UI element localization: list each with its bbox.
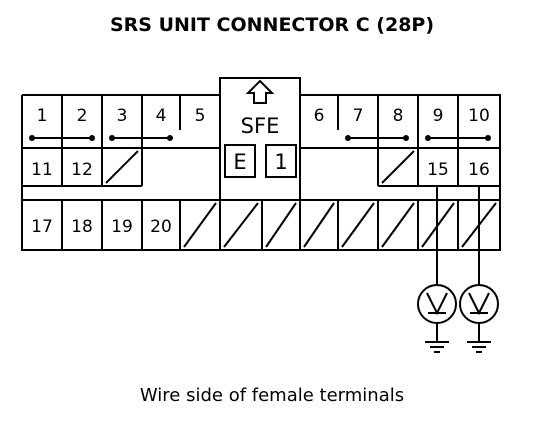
ground-icon <box>467 341 491 353</box>
pin-label: 10 <box>468 106 490 126</box>
key-box-e <box>224 144 256 178</box>
pin-label: 16 <box>468 160 490 180</box>
pin-label: 6 <box>314 106 325 126</box>
pin-label: 4 <box>156 106 167 126</box>
connector-label: SFE <box>241 114 280 138</box>
voltmeter-icon <box>459 284 499 324</box>
key-label-e: E <box>233 150 246 174</box>
up-arrow-icon <box>245 79 275 104</box>
voltmeter-icon <box>417 284 457 324</box>
pin-label: 12 <box>71 160 93 180</box>
pin-label: 18 <box>71 217 93 237</box>
pin-label: 7 <box>353 106 364 126</box>
pin-label: 1 <box>37 106 48 126</box>
pin-label: 19 <box>111 217 133 237</box>
pin-label: 8 <box>393 106 404 126</box>
pin-label: 17 <box>31 217 53 237</box>
caption: Wire side of female terminals <box>139 385 405 406</box>
pin-label: 3 <box>117 106 128 126</box>
pin-label: 5 <box>195 106 206 126</box>
ground-icon <box>425 341 449 353</box>
key-label-1: 1 <box>274 150 287 174</box>
pin-label: 9 <box>433 106 444 126</box>
pin-label: 15 <box>427 160 449 180</box>
pin-label: 2 <box>77 106 88 126</box>
key-box-1 <box>265 144 297 178</box>
pin-label: 20 <box>150 217 172 237</box>
pin-label: 11 <box>31 160 53 180</box>
diagram-title: SRS UNIT CONNECTOR C (28P) <box>109 14 435 36</box>
